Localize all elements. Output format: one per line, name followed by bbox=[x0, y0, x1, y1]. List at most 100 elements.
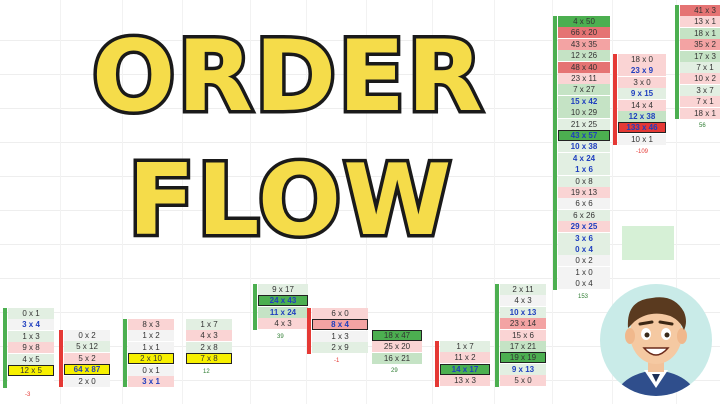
footprint-cell: 23 x 14 bbox=[500, 318, 546, 330]
footprint-cell: 18 x 1 bbox=[680, 27, 720, 39]
grid-line bbox=[0, 210, 720, 211]
grid-line bbox=[0, 380, 720, 381]
cartoon-man-icon bbox=[600, 284, 712, 396]
footprint-cell: 2 x 0 bbox=[64, 375, 110, 387]
footprint-cell: 64 x 87 bbox=[64, 364, 110, 376]
candle-body bbox=[553, 16, 557, 290]
delta-label: 29 bbox=[391, 368, 398, 375]
footprint-cell: 10 x 2 bbox=[680, 73, 720, 85]
grid-line bbox=[494, 0, 495, 404]
footprint-cell: 24 x 43 bbox=[258, 295, 308, 307]
delta-label: 153 bbox=[578, 293, 589, 300]
footprint-cell: 5 x 2 bbox=[64, 352, 110, 364]
footprint-cell: 0 x 8 bbox=[558, 175, 610, 187]
footprint-cell: 0 x 4 bbox=[558, 278, 610, 290]
grid-line bbox=[122, 0, 123, 404]
grid-line bbox=[182, 0, 183, 404]
footprint-cell: 0 x 2 bbox=[64, 330, 110, 341]
grid-line bbox=[60, 0, 61, 404]
footprint-cell: 4 x 50 bbox=[558, 16, 610, 27]
footprint-cell: 8 x 3 bbox=[128, 319, 174, 330]
grid-line bbox=[0, 40, 720, 41]
footprint-cell: 6 x 0 bbox=[312, 308, 368, 319]
footprint-cell: 2 x 9 bbox=[312, 342, 368, 354]
footprint-cell: 1 x 0 bbox=[558, 266, 610, 278]
footprint-cell: 11 x 24 bbox=[258, 306, 308, 318]
grid-line bbox=[676, 0, 677, 404]
footprint-cell: 43 x 57 bbox=[558, 130, 610, 141]
footprint-cell: 23 x 11 bbox=[558, 73, 610, 84]
candle-body bbox=[613, 54, 617, 146]
candle-body bbox=[3, 308, 7, 388]
footprint-cell: 12 x 38 bbox=[618, 111, 666, 122]
grid-line bbox=[0, 176, 720, 177]
footprint-cell: 19 x 19 bbox=[500, 352, 546, 364]
grid-line bbox=[552, 0, 553, 404]
grid-line bbox=[0, 108, 720, 109]
value-area-highlight bbox=[622, 226, 674, 260]
footprint-cell: 4 x 24 bbox=[558, 152, 610, 164]
grid-line bbox=[366, 0, 367, 404]
footprint-cell: 12 x 26 bbox=[558, 50, 610, 62]
footprint-cell: 0 x 1 bbox=[128, 364, 174, 376]
footprint-cell: 5 x 0 bbox=[500, 375, 546, 387]
candle-body bbox=[307, 308, 311, 354]
presenter-avatar bbox=[600, 282, 720, 404]
footprint-cell: 23 x 9 bbox=[618, 65, 666, 77]
footprint-cell: 7 x 1 bbox=[680, 62, 720, 73]
grid-line bbox=[432, 0, 433, 404]
footprint-cell: 10 x 38 bbox=[558, 141, 610, 153]
grid-line bbox=[0, 278, 720, 279]
footprint-cell: 3 x 1 bbox=[128, 376, 174, 387]
footprint-cell: 18 x 47 bbox=[372, 330, 422, 341]
footprint-cell: 7 x 8 bbox=[186, 353, 232, 365]
footprint-cell: 25 x 20 bbox=[372, 341, 422, 353]
footprint-cell: 1 x 1 bbox=[128, 341, 174, 353]
footprint-cell: 14 x 17 bbox=[440, 363, 490, 375]
footprint-cell: 48 x 40 bbox=[558, 61, 610, 73]
footprint-cell: 1 x 2 bbox=[128, 330, 174, 342]
footprint-cell: 3 x 4 bbox=[8, 319, 54, 331]
footprint-cell: 4 x 5 bbox=[8, 353, 54, 365]
footprint-cell: 13 x 1 bbox=[680, 16, 720, 28]
footprint-cell: 4 x 3 bbox=[500, 295, 546, 307]
footprint-cell: 11 x 2 bbox=[440, 352, 490, 364]
footprint-cell bbox=[8, 376, 54, 388]
grid-line bbox=[0, 74, 720, 75]
footprint-cell: 14 x 4 bbox=[618, 99, 666, 111]
footprint-cell: 7 x 1 bbox=[680, 96, 720, 108]
footprint-cell: 1 x 3 bbox=[8, 330, 54, 342]
footprint-cell: 18 x 1 bbox=[680, 107, 720, 119]
footprint-cell: 3 x 0 bbox=[618, 76, 666, 88]
footprint-cell: 9 x 8 bbox=[8, 342, 54, 354]
footprint-cell: 0 x 2 bbox=[558, 255, 610, 267]
footprint-cell: 29 x 25 bbox=[558, 221, 610, 233]
delta-label: 56 bbox=[699, 123, 706, 129]
footprint-cell: 1 x 6 bbox=[558, 164, 610, 176]
footprint-cell: 3 x 6 bbox=[558, 232, 610, 244]
title-line-2: FLOW bbox=[124, 143, 454, 260]
footprint-cell: 1 x 7 bbox=[186, 319, 232, 330]
candle-body bbox=[495, 284, 499, 387]
grid-line bbox=[612, 0, 613, 404]
footprint-cell: 16 x 21 bbox=[372, 352, 422, 364]
candle-body bbox=[435, 341, 439, 387]
footprint-cell: 2 x 10 bbox=[128, 353, 174, 365]
footprint-cell: 1 x 3 bbox=[312, 330, 368, 342]
footprint-cell: 43 x 35 bbox=[558, 38, 610, 50]
footprint-cell: 15 x 42 bbox=[558, 95, 610, 107]
footprint-cell: 19 x 13 bbox=[558, 187, 610, 198]
thumbnail-title: ORDER FLOW bbox=[89, 19, 487, 260]
footprint-cell: 5 x 12 bbox=[64, 341, 110, 353]
footprint-cell: 0 x 4 bbox=[558, 244, 610, 255]
footprint-cell: 18 x 0 bbox=[618, 54, 666, 65]
delta-label: -1 bbox=[334, 357, 340, 364]
footprint-cell: 2 x 8 bbox=[186, 341, 232, 353]
footprint-cell: 0 x 1 bbox=[8, 308, 54, 319]
title-line-1: ORDER bbox=[89, 19, 487, 136]
footprint-cell: 9 x 17 bbox=[258, 284, 308, 295]
grid-line bbox=[250, 0, 251, 404]
footprint-cell: 15 x 6 bbox=[500, 329, 546, 341]
footprint-cell: 9 x 15 bbox=[618, 88, 666, 100]
